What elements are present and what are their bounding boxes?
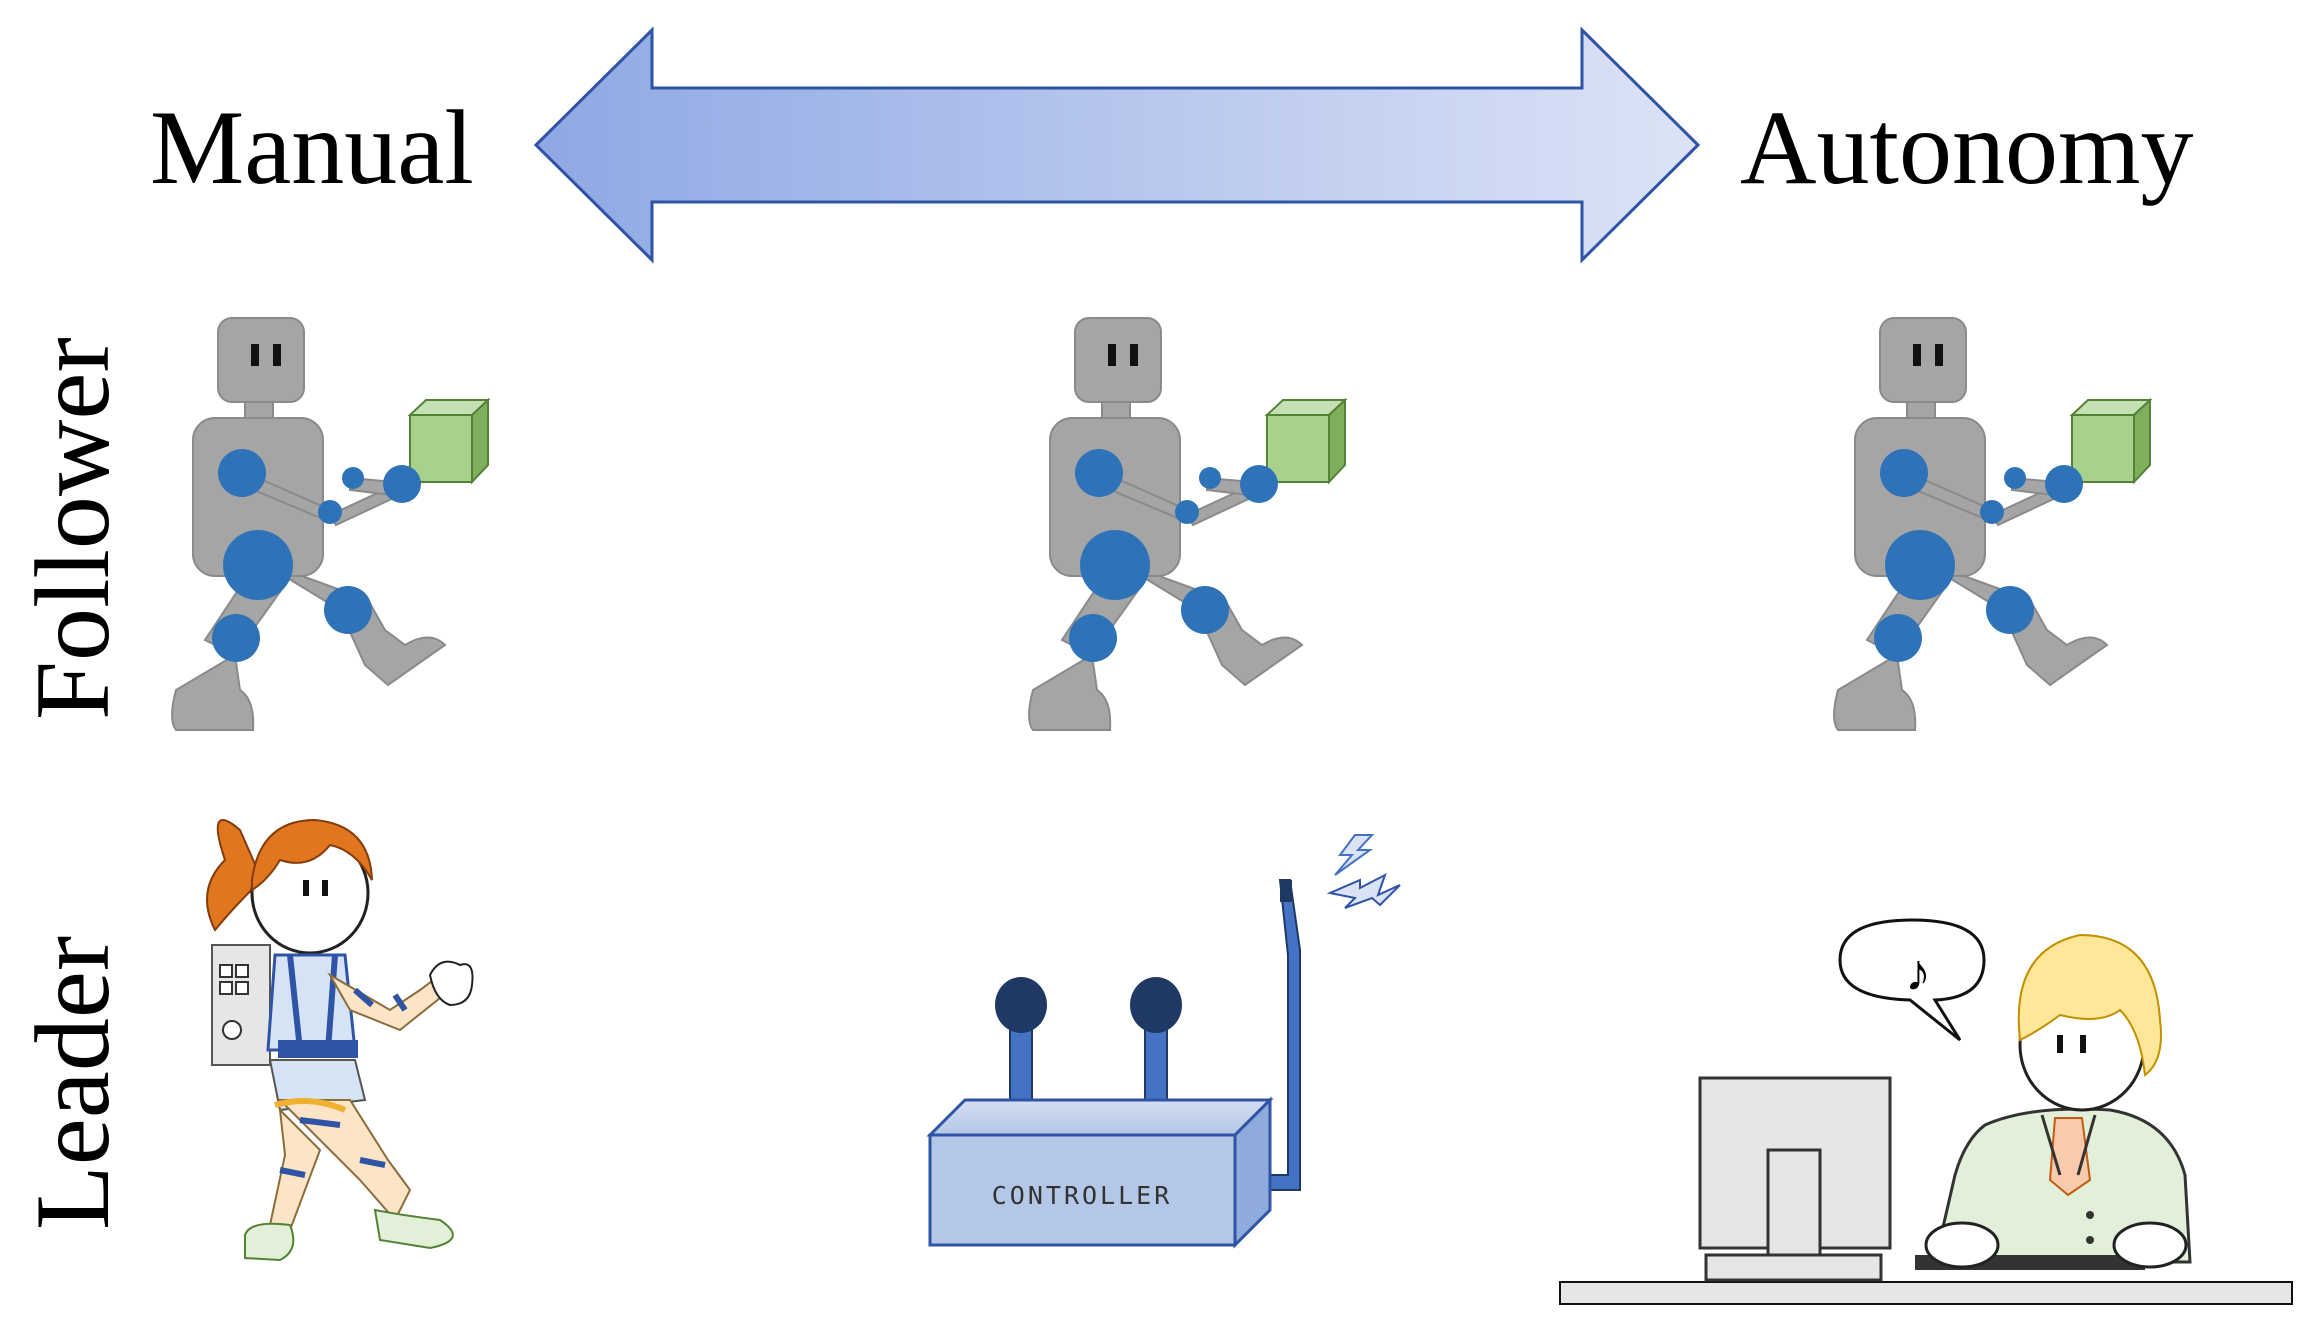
follower-robot-shared-icon [1028,317,1346,731]
office-worker-icon: ♪ [1559,918,2293,1305]
spectrum-right-label: Autonomy [1740,89,2193,206]
row-label-leader: Leader [14,936,131,1230]
exoskeleton-operator-icon [206,818,474,1262]
double-headed-arrow-icon [533,26,1701,264]
controller-label: CONTROLLER [992,1181,1173,1210]
follower-robot-manual-icon [171,317,489,731]
spectrum-left-label: Manual [150,89,474,206]
speech-music-note: ♪ [1905,945,1931,1002]
row-label-follower: Follower [14,337,131,720]
follower-robot-autonomy-icon [1833,317,2151,731]
remote-controller-icon: CONTROLLER [926,834,1401,1249]
